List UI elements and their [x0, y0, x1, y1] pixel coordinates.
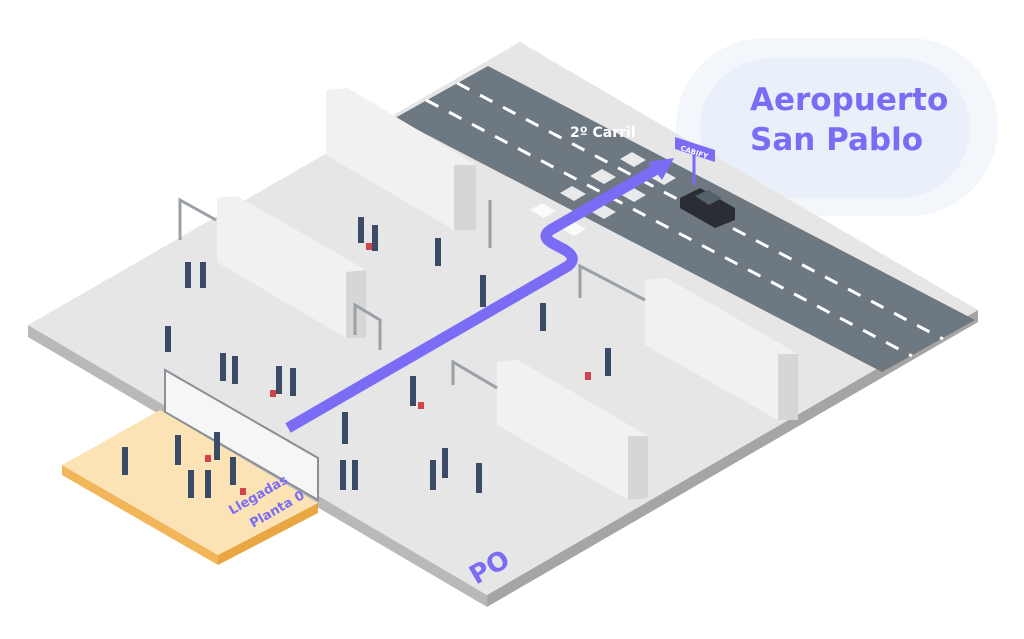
road: [395, 66, 975, 372]
people: [122, 217, 611, 498]
title-line2: San Pablo: [750, 122, 924, 158]
lane-label: 2º Carril: [570, 125, 636, 141]
lane-markings: [425, 81, 944, 358]
walls: [164, 88, 798, 502]
page-title: Aeropuerto San Pablo: [750, 80, 948, 160]
title-bubble-inner: [700, 58, 970, 198]
route-arrow: [285, 158, 674, 433]
title-line1: Aeropuerto: [750, 82, 949, 118]
floor-edge-right: [487, 310, 978, 607]
car: [680, 188, 735, 228]
